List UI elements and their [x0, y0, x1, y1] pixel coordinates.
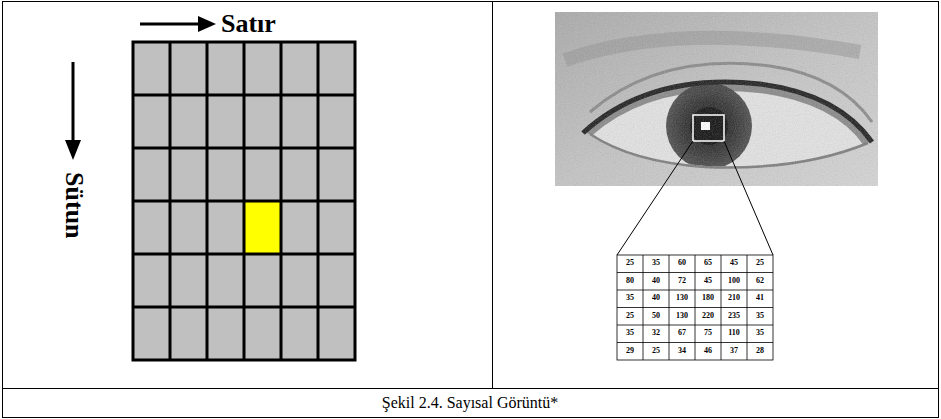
pixel-value: 46 — [704, 347, 712, 356]
pixel-value: 210 — [728, 294, 740, 303]
pixel-value: 45 — [704, 277, 712, 286]
pixel-value: 41 — [756, 294, 764, 303]
row-arrow-shaft — [140, 23, 200, 26]
pixel-value: 25 — [756, 259, 764, 268]
table-line — [617, 342, 773, 343]
grid-line — [133, 306, 355, 309]
pixel-value: 32 — [652, 329, 660, 338]
table-line — [617, 307, 773, 308]
row-arrow-head — [198, 16, 216, 32]
column-arrow-shaft — [72, 62, 75, 142]
value-table-border — [617, 255, 773, 360]
leader-line — [724, 141, 773, 255]
table-frame — [3, 2, 939, 418]
pixel-grid — [133, 42, 355, 360]
pixel-value: 60 — [678, 259, 686, 268]
zoom-leaders — [617, 141, 773, 255]
pixel-value: 25 — [652, 347, 660, 356]
pixel-value: 75 — [704, 329, 712, 338]
leader-line — [617, 141, 693, 255]
row-divider — [3, 388, 939, 389]
pixel-value: 25 — [626, 259, 634, 268]
pixel-value: 220 — [702, 312, 714, 321]
outer-border — [3, 2, 939, 418]
grid-lines — [133, 42, 355, 360]
table-line — [617, 272, 773, 273]
pixel-value: 37 — [730, 347, 738, 356]
pixel-value: 100 — [728, 277, 740, 286]
grid-line — [133, 200, 355, 203]
photo-grain — [555, 12, 878, 186]
pixel-value: 72 — [678, 277, 686, 286]
pixel-value: 67 — [678, 329, 686, 338]
table-line — [617, 290, 773, 291]
grid-line — [133, 94, 355, 97]
pixel-value: 34 — [678, 347, 686, 356]
pixel-value: 35 — [652, 259, 660, 268]
pixel-value: 65 — [704, 259, 712, 268]
skin — [555, 12, 878, 186]
table-line — [617, 325, 773, 326]
pixel-value: 62 — [756, 277, 764, 286]
grid-fill — [133, 42, 355, 360]
pixel-value: 180 — [702, 294, 714, 303]
pixel-value: 80 — [626, 277, 634, 286]
pixel-value: 50 — [652, 312, 660, 321]
figure-caption: Şekil 2.4. Sayısal Görüntü* — [382, 394, 558, 412]
pixel-value: 35 — [756, 329, 764, 338]
pixel-value: 35 — [626, 329, 634, 338]
pixel-value: 40 — [652, 277, 660, 286]
pixel-value: 235 — [728, 312, 740, 321]
eye-photo — [555, 12, 878, 186]
pixel-value: 130 — [676, 294, 688, 303]
pixel-value: 130 — [676, 312, 688, 321]
column-divider — [492, 2, 493, 389]
column-axis-label: Sütun — [59, 172, 88, 239]
row-axis-label: Satır — [221, 10, 276, 39]
pixel-value: 35 — [756, 312, 764, 321]
value-table — [617, 255, 773, 360]
pixel-value: 45 — [730, 259, 738, 268]
grid-line — [133, 253, 355, 256]
pixel-value: 110 — [728, 329, 740, 338]
pixel-value: 28 — [756, 347, 764, 356]
pixel-value: 35 — [626, 294, 634, 303]
pixel-value: 25 — [626, 312, 634, 321]
column-arrow-head — [65, 140, 81, 160]
pixel-value: 40 — [652, 294, 660, 303]
grid-border — [133, 42, 355, 360]
pixel-value: 29 — [626, 347, 634, 356]
zoom-box — [693, 115, 724, 141]
selected-pixel — [244, 201, 281, 254]
grid-line — [133, 147, 355, 150]
